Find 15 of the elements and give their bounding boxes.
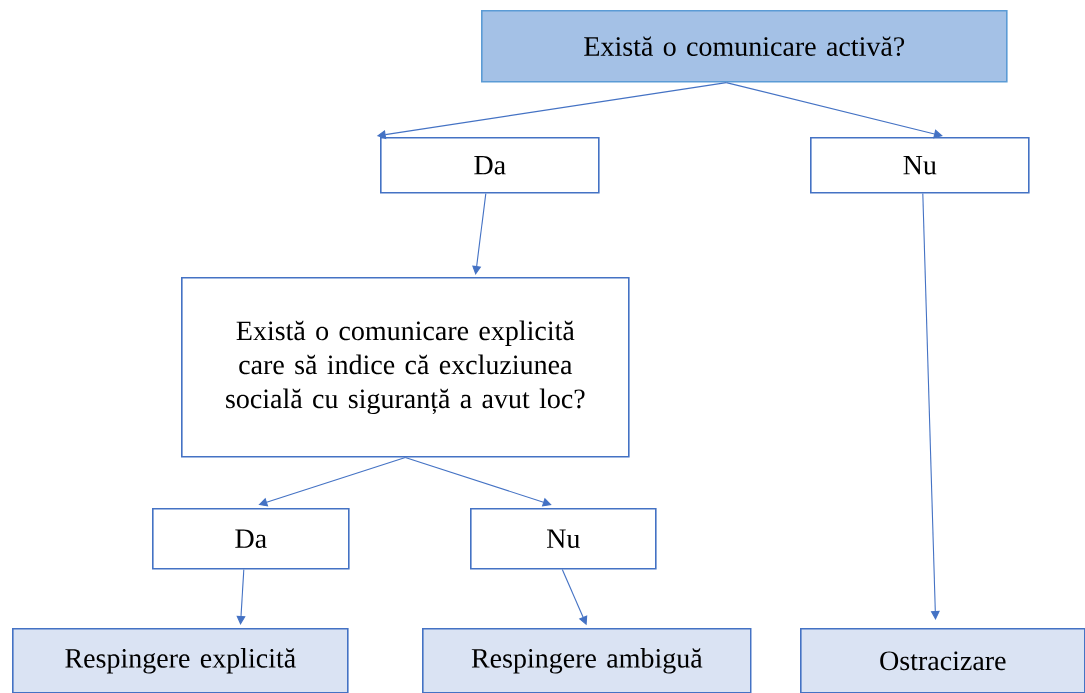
outcome-box: Ostracizare bbox=[800, 628, 1085, 693]
answer-box: Nu bbox=[470, 508, 657, 570]
question-box: Există o comunicare explicită care să indice că excluziunea socială cu siguranță a avut loc? bbox=[181, 277, 630, 458]
arrow bbox=[472, 193, 487, 275]
answer-box: Da bbox=[152, 508, 350, 570]
answer-box: Nu bbox=[810, 137, 1030, 194]
arrow bbox=[236, 569, 246, 625]
answer-box: Da bbox=[380, 137, 600, 194]
question-box: Există o comunicare activă? bbox=[481, 10, 1008, 83]
arrow bbox=[258, 457, 406, 507]
arrow bbox=[922, 193, 940, 620]
outcome-box: Respingere explicită bbox=[12, 628, 349, 693]
arrow bbox=[404, 457, 552, 507]
outcome-box: Respingere ambiguă bbox=[422, 628, 752, 693]
arrow bbox=[725, 82, 943, 139]
